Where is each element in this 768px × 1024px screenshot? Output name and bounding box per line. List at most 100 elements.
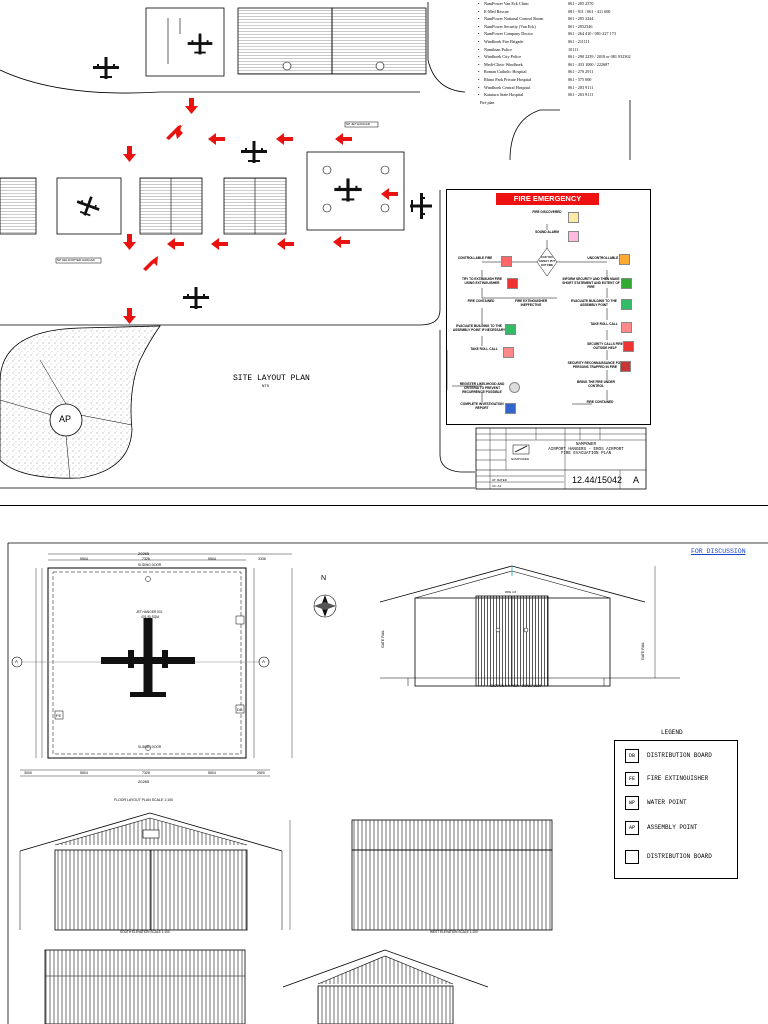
section-marker: A (15, 659, 19, 664)
water-point-icon: WP (625, 796, 639, 810)
node-uncontrollable: UNCONTROLLABLE FIRE (587, 256, 627, 260)
for-discussion-label: FOR DISCUSSION (691, 548, 746, 555)
alarm-icon (568, 231, 579, 242)
sliding-door-label: SLIDING DOOR (138, 745, 162, 749)
side-label: GATE RAIL (641, 641, 645, 660)
title-block-label: AT: RATED (492, 478, 507, 482)
dim-bottom: 2500 (257, 771, 265, 775)
node-controllable: CONTROLLABLE FIRE (457, 256, 493, 260)
distribution-board-icon: DB (625, 749, 639, 763)
phone-icon (621, 278, 632, 289)
node-sound-alarm: SOUND ALARM (535, 230, 559, 234)
extinguisher-icon (507, 278, 518, 289)
drawing-number: 12.44/15042 (572, 475, 623, 485)
node-bring-fire: BRING THE FIRE UNDER CONTROL (577, 380, 615, 388)
assembly-point-icon: AP (625, 821, 639, 835)
report-icon (505, 403, 516, 414)
roll-call-icon (503, 347, 514, 358)
north-label: N (321, 575, 327, 582)
legend-label: WATER POINT (647, 799, 687, 806)
title-block-owner: NAMPOWER AIRPORT HANGERS - EROS AIRPORT … (541, 443, 631, 457)
roll-call-icon (621, 322, 632, 333)
side-label: GATE RAIL (381, 629, 385, 648)
logo-text: NAMPOWER (511, 457, 529, 461)
legend-label: DISTRIBUTION BOARD (647, 853, 712, 860)
dim-top: 7328 (142, 557, 150, 561)
exit-icon (621, 299, 632, 310)
node-fire-contained: FIRE CONTAINED (467, 299, 495, 303)
aircraft-sub: 476.95 SQM (141, 615, 159, 619)
owner-line: FIRE EVACUATION PLAN (560, 452, 612, 457)
hangar-drawings (7, 542, 768, 1024)
section-caption: SECTION A-A VIEW - SCALE 1:100 (490, 684, 542, 688)
legend-title: LEGEND (661, 729, 683, 736)
fire-extinguisher-icon: FE (625, 772, 639, 786)
node-extinguisher-ineffective: FIRE EXTINGUISHER INEFFECTIVE (514, 299, 548, 307)
node-roll-call-left: TAKE ROLL CALL (470, 347, 498, 351)
node-try-extinguish: TRY TO EXTINGUISH FIRE USING EXTINGUISHE… (462, 277, 502, 285)
fire-icon (568, 212, 579, 223)
ridge-label: RPE 4.6 (505, 590, 517, 594)
owner-line: AIRPORT HANGERS - EROS AIRPORT (548, 447, 624, 452)
node-evacuate-right: EVACUATE BUILDING TO THE ASSEMBLY POINT (571, 299, 617, 307)
section-marker: A (262, 659, 266, 664)
magnifier-icon (509, 382, 520, 393)
node-inform-security: INFORM SECURITY AND THEN MAKE SHORT STAT… (562, 277, 620, 289)
dim-bottom: 5504 (80, 771, 88, 775)
node-register: REGISTER LIKELIHOOD AND CRITERIA TO PREV… (459, 382, 505, 394)
node-fire-contained-2: FIRE CONTAINED (586, 400, 614, 404)
db-marker: DB (237, 707, 243, 712)
dim-bottom: 7328 (142, 771, 150, 775)
title-block-label: CF: A3 (492, 484, 502, 488)
overall-width-top: 20265 (138, 551, 150, 556)
contact-row: NamPower Security (Van Eck)061 - 2052346 (470, 23, 642, 31)
assembly-point-label: AP (59, 414, 72, 424)
node-fire-discovered: FIRE DISCOVERED (532, 210, 562, 214)
overall-width-bottom: 20265 (138, 779, 150, 784)
fire-emergency-title: FIRE EMERGENCY (496, 193, 599, 205)
sliding-door-label: SLIDING DOOR (138, 563, 162, 567)
exit-icon (505, 324, 516, 335)
aircraft-label: JET HANGER 001 (136, 610, 163, 614)
flame-icon (501, 256, 512, 267)
site-layout-plan (0, 2, 647, 490)
legend-label: DISTRIBUTION BOARD (647, 752, 712, 759)
sheet-separator (0, 505, 768, 506)
node-evacuate-left: EVACUATE BUILDING TO THE ASSEMBLY POINT … (452, 324, 506, 332)
jet-hangar-callout: NP JET HANGAR (346, 122, 370, 126)
node-security-recon: SECURITY RECONNAISSANCE FOR PERSONS TRAP… (567, 361, 623, 369)
dim-bottom: 5504 (208, 771, 216, 775)
dim-top: 5504 (80, 557, 88, 561)
node-complete-report: COMPLETE INVESTIGATION REPORT (460, 402, 504, 410)
drawing-revision: A (633, 475, 640, 485)
legend: DB DISTRIBUTION BOARD FE FIRE EXTINGUISH… (614, 740, 738, 879)
site-plan-subtitle: NTS (262, 385, 270, 389)
dim-bottom: 3000 (24, 771, 32, 775)
south-elevation-caption: SOUTH ELEVATION SCALE 1:100 (120, 930, 170, 934)
fe-marker: FE (56, 713, 62, 718)
dim-top: 5504 (208, 557, 216, 561)
node-roll-call-right: TAKE ROLL CALL (590, 322, 618, 326)
owner-line: NAMPOWER (575, 443, 597, 447)
contacts-footer: Fire plan (480, 99, 495, 105)
node-security-calls: SECURITY CALLS FIRE OUTSIDE HELP (587, 342, 623, 350)
phone-icon (623, 341, 634, 352)
node-decision: CAN YOU SAFELY PUT OUT FIRE (539, 256, 555, 267)
floor-plan-caption: FLOOR LAYOUT PLAN SCALE 1:100 (114, 798, 174, 802)
heli-hangar-callout: NP HELICOPTER HANGAR (57, 258, 95, 262)
flowchart-connectors (447, 224, 608, 405)
dim-top: 3336 (258, 557, 266, 561)
west-elevation-caption: WEST ELEVATION SCALE 1:100 (430, 930, 478, 934)
